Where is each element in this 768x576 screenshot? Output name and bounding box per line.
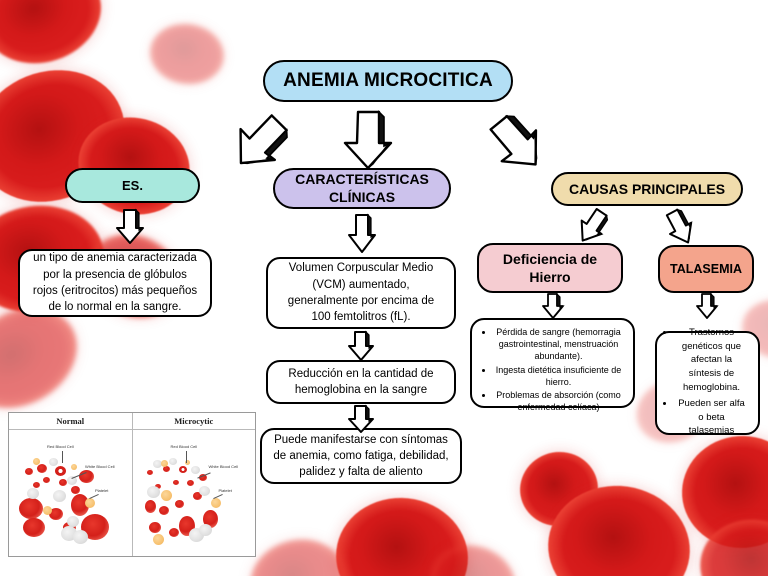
arrow-talasemia-to-bullets [694,292,720,320]
detail-node-es: un tipo de anemia caracterizada por la p… [18,249,212,317]
inset-label-white-blood-cell: White Blood Cell [85,464,115,469]
caracteristicas-item-2: Reducción en la cantidad de hemoglobina … [266,360,456,404]
cause-label-hierro-line2: Hierro [529,269,571,285]
arrow-causas-to-hierro [572,206,614,248]
arrow-title-to-causas [484,112,554,174]
detail-text-es: un tipo de anemia caracterizada por la p… [32,252,198,314]
inset-panel-title-microcytic: Microcytic [132,413,255,430]
arrow-causas-to-talasemia [660,206,702,248]
inset-body-microcytic: Red Blood Cell White Blood Cell Platelet [133,430,256,556]
blood-smear-comparison-figure: Normal [8,412,256,557]
bullet-list-talasemia: Trastornos genéticos que afectan la sínt… [663,326,750,440]
title-label: ANEMIA MICROCITICA [283,70,493,91]
inset-label-red-blood-cell: Red Blood Cell [47,444,74,449]
caracteristicas-item-3-text: Puede manifestarse con síntomas de anemi… [273,433,449,479]
arrow-item2-to-item3 [345,404,377,434]
arrow-item1-to-item2 [345,330,377,362]
branch-node-caracteristicas: CARACTERÍSTICAS CLÍNICAS [273,168,451,209]
inset-body-normal: Red Blood Cell White Blood Cell Platelet [9,430,132,556]
list-item: Pueden ser alfa o beta talasemias [675,397,748,438]
caracteristicas-item-1-text: Volumen Corpuscular Medio (VCM) aumentad… [287,262,435,324]
arrow-title-to-caracteristicas [338,110,398,172]
arrow-caracteristicas-to-item1 [345,213,379,255]
branch-label-causas: CAUSAS PRINCIPALES [568,181,726,197]
caracteristicas-item-1: Volumen Corpuscular Medio (VCM) aumentad… [266,257,456,329]
inset-label-white-blood-cell: White Blood Cell [208,464,239,469]
bullet-list-hierro: Pérdida de sangre (hemorragia gastrointe… [478,327,625,414]
arrow-hierro-to-bullets [540,292,566,320]
cause-bullets-hierro: Pérdida de sangre (hemorragia gastrointe… [470,318,635,412]
inset-panel-title-normal: Normal [9,413,132,430]
inset-label-platelet: Platelet [218,488,232,493]
branch-node-causas: CAUSAS PRINCIPALES [551,172,743,206]
caracteristicas-item-2-text: Reducción en la cantidad de hemoglobina … [288,367,434,396]
list-item: Problemas de absorción (como enfermedad … [494,390,623,414]
branch-node-es: ES. [65,168,200,203]
cause-label-hierro-line1: Deficiencia de [502,250,598,267]
inset-label-platelet: Platelet [95,488,109,493]
caracteristicas-item-3: Puede manifestarse con síntomas de anemi… [260,428,462,484]
branch-label-caracteristicas-line1: CARACTERÍSTICAS [295,171,429,188]
cause-label-talasemia: TALASEMIA [670,262,742,276]
list-item: Trastornos genéticos que afectan la sínt… [675,326,748,395]
list-item: Pérdida de sangre (hemorragia gastrointe… [494,327,623,363]
branch-label-es: ES. [122,178,143,193]
arrow-es-to-detail [113,208,147,246]
arrow-title-to-es [224,112,294,174]
branch-label-caracteristicas-line2: CLÍNICAS [328,188,396,205]
inset-panel-microcytic: Microcytic [132,413,256,556]
cause-node-deficiencia-hierro: Deficiencia de Hierro [477,243,623,293]
title-node: ANEMIA MICROCITICA [263,60,513,102]
cause-bullets-talasemia: Trastornos genéticos que afectan la sínt… [655,327,760,436]
list-item: Ingesta dietética insuficiente de hierro… [494,365,623,389]
inset-panel-normal: Normal [9,413,133,556]
cause-node-talasemia: TALASEMIA [658,245,754,293]
inset-label-red-blood-cell: Red Blood Cell [170,444,198,449]
